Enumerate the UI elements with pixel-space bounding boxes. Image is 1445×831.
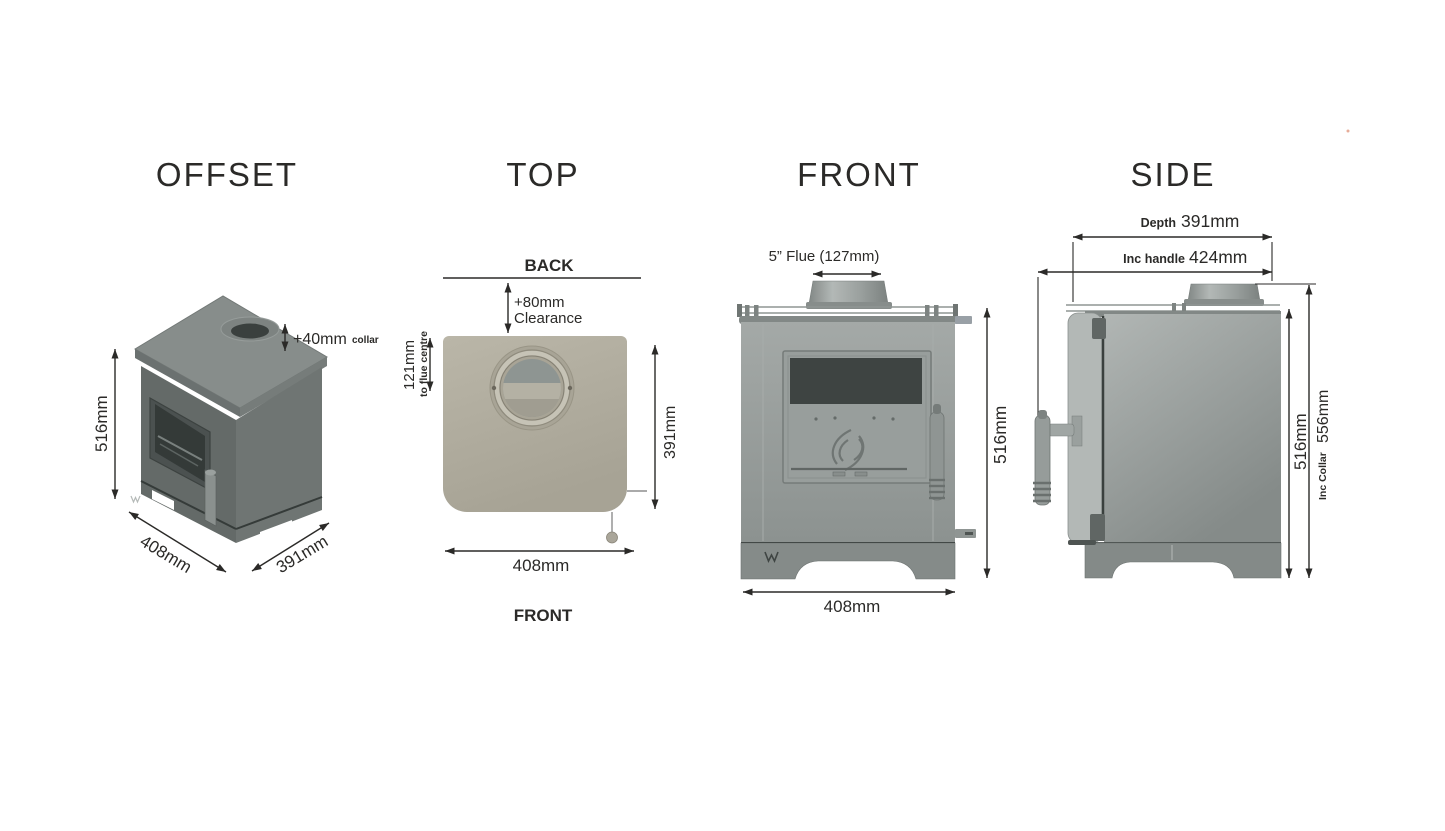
door-window (790, 358, 922, 404)
flue-collar-ring (220, 316, 280, 342)
inc-handle-label: Inc handle (1123, 252, 1185, 266)
handle-knob-top-detail (606, 531, 618, 544)
rail-end-right (953, 304, 958, 317)
flue-flange-edge (489, 345, 575, 431)
top-depth-dim: 391mm (662, 406, 679, 459)
hinge-top (1092, 318, 1106, 339)
grate-line2 (159, 443, 199, 467)
front-height-dim: 516mm (990, 406, 1010, 464)
depth-label: Depth (1141, 216, 1176, 230)
side-rail-post-1 (1172, 303, 1176, 314)
flue-ring-inner-edge (499, 355, 565, 421)
offset-width-arrow (128, 511, 227, 573)
door-dot-4 (891, 417, 895, 421)
door-handle-cap (933, 404, 941, 414)
flange-screw-left (491, 385, 497, 391)
flue-inner-lower (503, 399, 561, 417)
inc-collar-dim: 556mm (1315, 390, 1332, 443)
grate-line (157, 435, 203, 461)
flange-screw-right (567, 385, 573, 391)
door-frame-foot (1068, 540, 1096, 545)
rail-post-l1 (745, 305, 750, 317)
clearance-label: Clearance (514, 310, 582, 327)
clearance-value: +80mm (514, 294, 564, 311)
top-view-title: TOP (506, 156, 579, 193)
inc-handle-dim: 424mm (1189, 247, 1247, 267)
vent-tab-1 (832, 471, 846, 477)
rail-post-r1 (925, 305, 930, 317)
front-width-dim: 408mm (824, 597, 881, 616)
flue-size-label: 5” Flue (127mm) (769, 248, 880, 265)
side-base (1084, 542, 1282, 579)
front-label: FRONT (514, 606, 573, 625)
handle-grip-rings (929, 478, 945, 500)
front-view-title: FRONT (797, 156, 921, 193)
top-view: TOP BACK +80mm Clearance 121mm to flue c… (401, 156, 679, 625)
offset-collar-note: collar (352, 335, 379, 346)
foot-notch-left (152, 490, 174, 510)
offset-depth-arrow (251, 522, 330, 572)
door-dot-2 (833, 416, 837, 420)
front-view: FRONT 5” Flue (127mm) (737, 156, 1010, 616)
offset-collar-dim: +40mm (293, 331, 347, 348)
handle-grip-rings-side (1033, 481, 1051, 503)
hinge-bottom (1090, 514, 1105, 541)
side-rail-post-2 (1182, 303, 1186, 314)
flue-pipe-lip (806, 302, 892, 309)
rail-post-r2 (934, 305, 939, 317)
stove-side-face (236, 367, 322, 543)
door-handle-cap (205, 469, 216, 476)
offset-depth-dim: 391mm (273, 532, 331, 577)
handle-bar-side (1047, 423, 1075, 437)
offset-width-dim: 408mm (137, 532, 195, 577)
brand-mark (130, 495, 141, 504)
offset-stove-illustration (130, 295, 328, 543)
door-dot-3 (872, 416, 876, 420)
side-stove-illustration (1033, 283, 1282, 579)
top-width-dim: 408mm (513, 556, 570, 575)
side-panel (1104, 314, 1281, 543)
handle-cap-side (1038, 410, 1047, 419)
rail-post-l2 (754, 305, 759, 317)
offset-view: OFFSET (92, 156, 379, 577)
flue-collar-side (1187, 283, 1261, 302)
back-label: BACK (524, 256, 574, 275)
handle-grip-side (1034, 414, 1051, 506)
inc-collar-label: Inc Collar (1317, 452, 1329, 500)
door-handle (204, 469, 217, 527)
door-frame-inner (787, 355, 927, 479)
base-seam-side (235, 496, 323, 530)
flue-centre-label: to flue centre (418, 331, 430, 397)
flue-centre-value: 121mm (401, 340, 418, 390)
stove-top-rim-left (135, 349, 240, 417)
stove-top-rim-right (240, 357, 327, 417)
flame-logo (831, 429, 865, 471)
flue-metal-ring (494, 350, 570, 426)
side-view-title: SIDE (1130, 156, 1215, 193)
vent-tab-2 (854, 471, 868, 477)
front-stove-illustration (737, 280, 976, 580)
flue-pipe (808, 280, 889, 305)
latch-top (955, 316, 972, 324)
flue-damper-band (503, 383, 561, 399)
rail-end-left (737, 304, 742, 317)
latch-bottom-slot (965, 532, 973, 535)
door-dot-1 (814, 417, 818, 421)
offset-view-title: OFFSET (156, 156, 298, 193)
side-height-dim: 516mm (1291, 413, 1310, 470)
artifact-dot (1346, 129, 1350, 133)
flue-collar-hole (231, 323, 269, 339)
top-stove-illustration (443, 336, 647, 544)
base-brand-mark (764, 551, 779, 563)
side-view: SIDE Depth 391mm Inc handle 424mm (1033, 156, 1332, 579)
stove-base (740, 542, 956, 580)
offset-height-dim: 516mm (92, 395, 111, 452)
depth-dim: 391mm (1181, 211, 1239, 231)
